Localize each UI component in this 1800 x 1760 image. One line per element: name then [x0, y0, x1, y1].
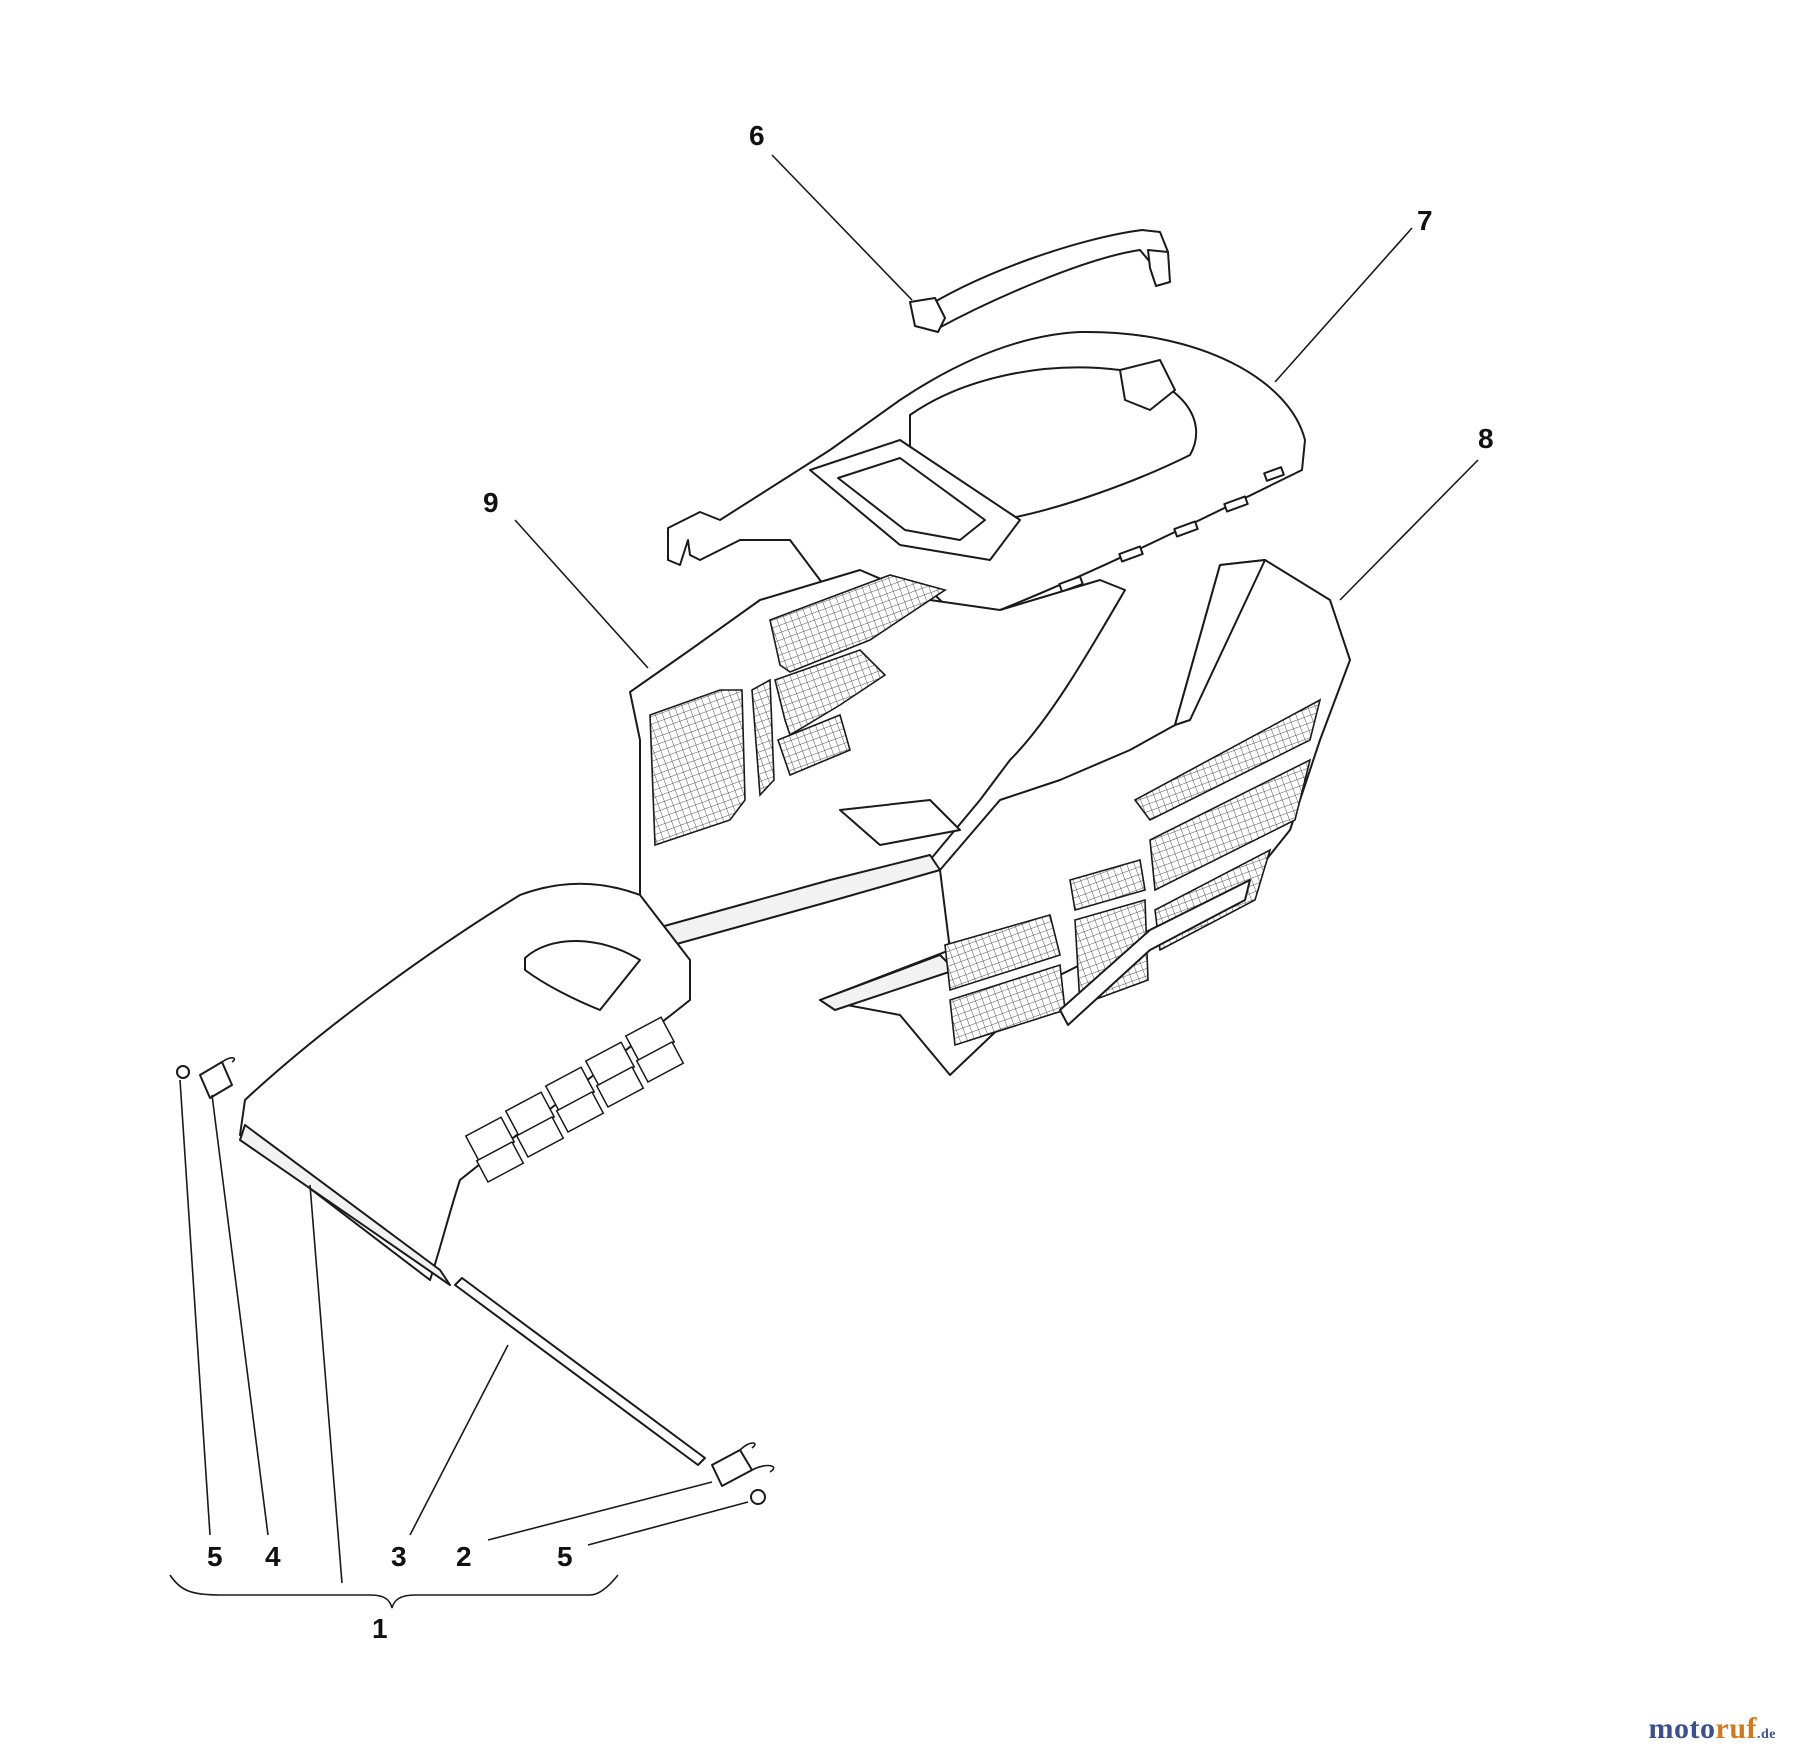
callout-4: 4	[265, 1541, 281, 1572]
callout-7: 7	[1417, 205, 1433, 236]
frame-slots	[1058, 466, 1285, 593]
leader-lines	[169, 154, 1479, 1609]
part-2-spring	[711, 1442, 775, 1487]
callout-5-right: 5	[557, 1541, 573, 1572]
callout-2: 2	[456, 1541, 472, 1572]
part-4-spring	[199, 1057, 236, 1099]
callout-8: 8	[1478, 423, 1494, 454]
part-8-basket-right	[819, 559, 1351, 1076]
part-6-handle	[909, 229, 1171, 333]
part-9-basket-left	[629, 569, 1126, 951]
callout-6: 6	[749, 120, 765, 151]
watermark-part-c: .de	[1757, 1727, 1776, 1742]
warning-label	[464, 1016, 685, 1183]
callout-1: 1	[372, 1613, 388, 1644]
callout-3: 3	[391, 1541, 407, 1572]
part-5-cap-left	[176, 1065, 190, 1079]
part-3-rod	[454, 1277, 706, 1466]
callout-9: 9	[483, 487, 499, 518]
watermark-logo: motoruf.de	[1649, 1712, 1776, 1746]
callout-labels: 6 7 8 9 5 4 3 2 5 1	[207, 120, 1494, 1644]
callout-5-left: 5	[207, 1541, 223, 1572]
part-5-cap-right	[750, 1489, 766, 1505]
watermark-part-b: ruf	[1715, 1712, 1757, 1745]
part-1-flap	[239, 882, 691, 1286]
watermark-part-a: moto	[1648, 1712, 1716, 1745]
